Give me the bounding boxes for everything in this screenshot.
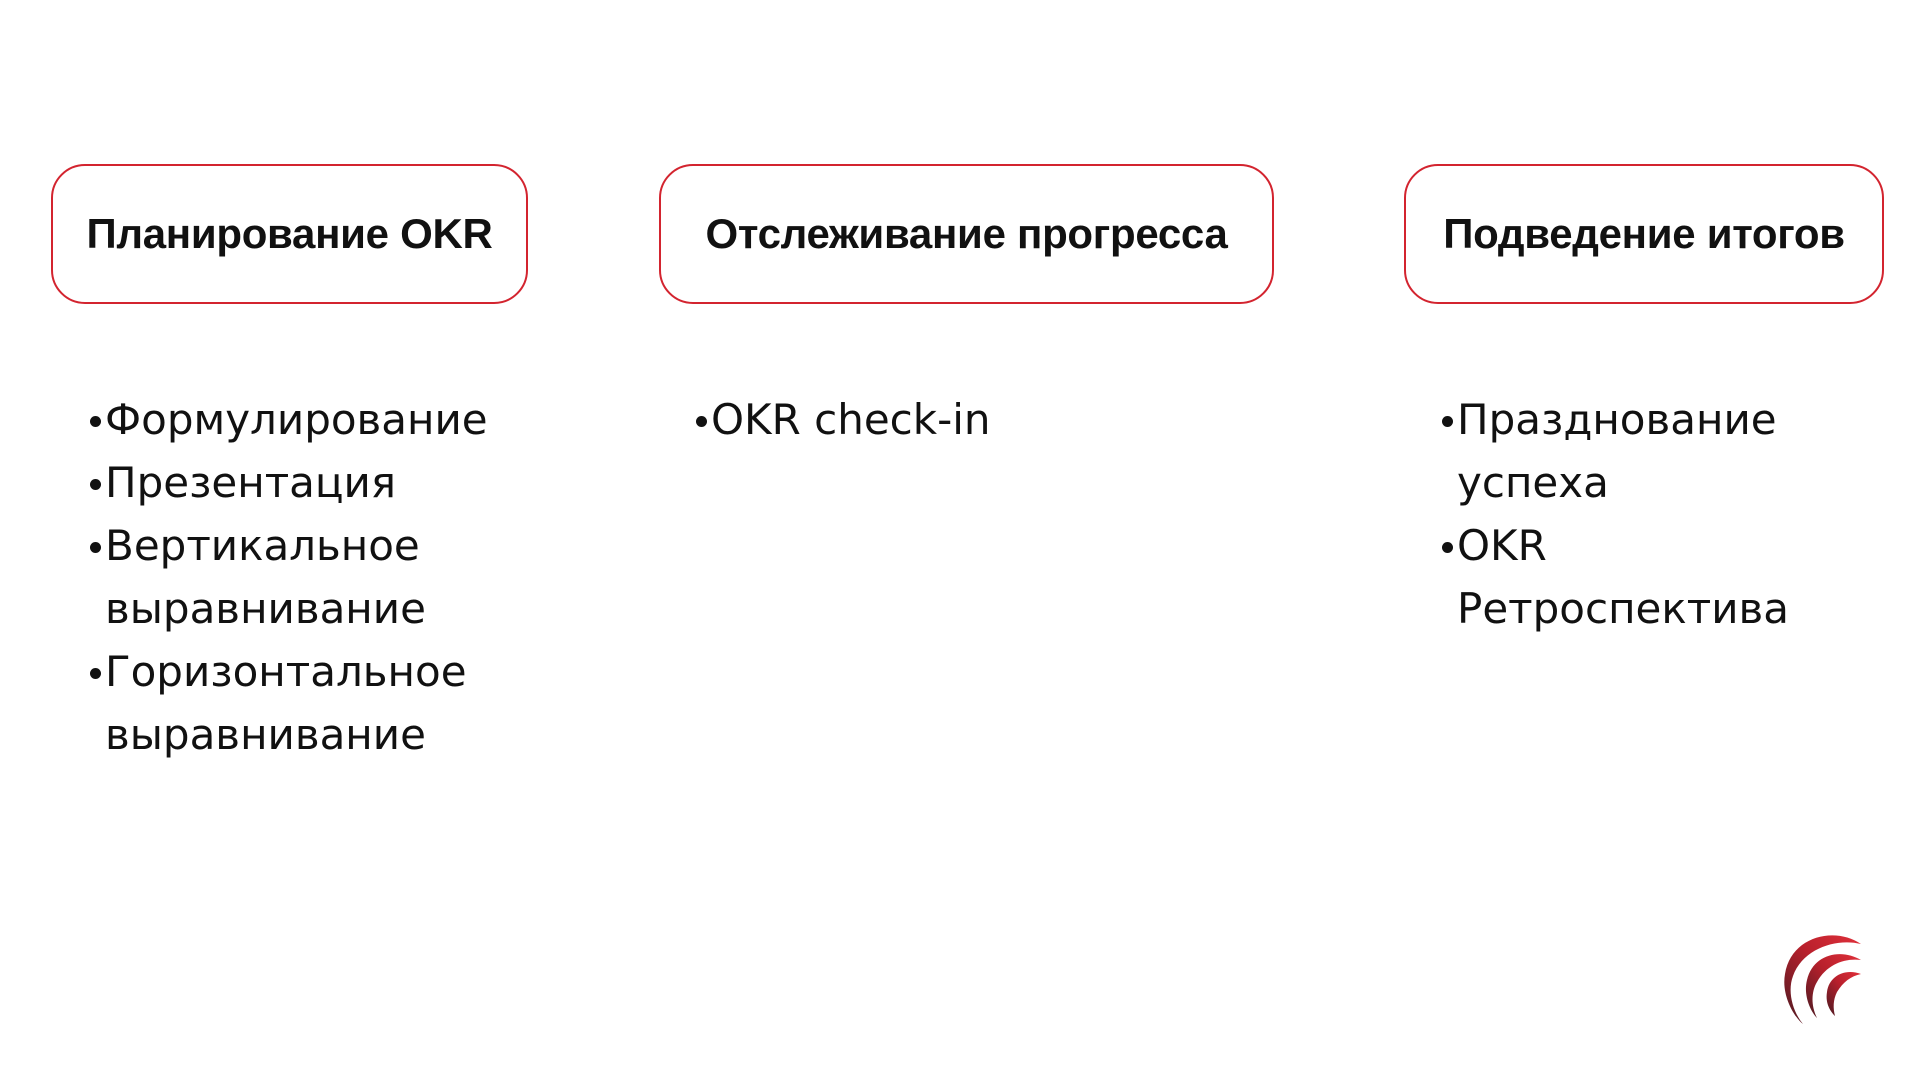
list-item: Празднование успеха [1403, 388, 1823, 514]
bullet-icon [90, 668, 101, 679]
list-item-text: Празднование успеха [1457, 395, 1777, 507]
list-item: OKR Ретроспектива [1403, 514, 1823, 640]
list-item-text: Вертикальное выравнивание [105, 521, 426, 633]
list-item-text: Формулирование [105, 395, 488, 444]
bullet-icon [1442, 542, 1453, 553]
stage-box-summary: Подведение итогов [1404, 164, 1884, 304]
bullet-icon [90, 479, 101, 490]
bullet-icon [90, 416, 101, 427]
bullet-icon [1442, 416, 1453, 427]
tracking-list: OKR check-in [657, 388, 1217, 451]
list-item: Формулирование [51, 388, 591, 451]
summary-list: Празднование успеха OKR Ретроспектива [1403, 388, 1823, 640]
stage-title-summary: Подведение итогов [1443, 210, 1845, 257]
list-item-text: Презентация [105, 458, 397, 507]
bullet-icon [90, 542, 101, 553]
stage-box-planning: Планирование OKR [51, 164, 528, 304]
stage-title-tracking: Отслеживание прогресса [705, 210, 1228, 257]
list-item-text: OKR check-in [711, 395, 991, 444]
stage-title-planning: Планирование OKR [86, 210, 493, 257]
arc-swoosh-logo-icon [1784, 935, 1861, 1024]
bullet-icon [696, 416, 707, 427]
list-item-text: Горизонтальное выравнивание [105, 647, 467, 759]
list-item: Вертикальное выравнивание [51, 514, 591, 640]
list-item: OKR check-in [657, 388, 1217, 451]
planning-list: Формулирование Презентация Вертикальное … [51, 388, 591, 766]
stage-box-tracking: Отслеживание прогресса [659, 164, 1274, 304]
list-item-text: OKR Ретроспектива [1457, 521, 1790, 633]
list-item: Презентация [51, 451, 591, 514]
list-item: Горизонтальное выравнивание [51, 640, 591, 766]
